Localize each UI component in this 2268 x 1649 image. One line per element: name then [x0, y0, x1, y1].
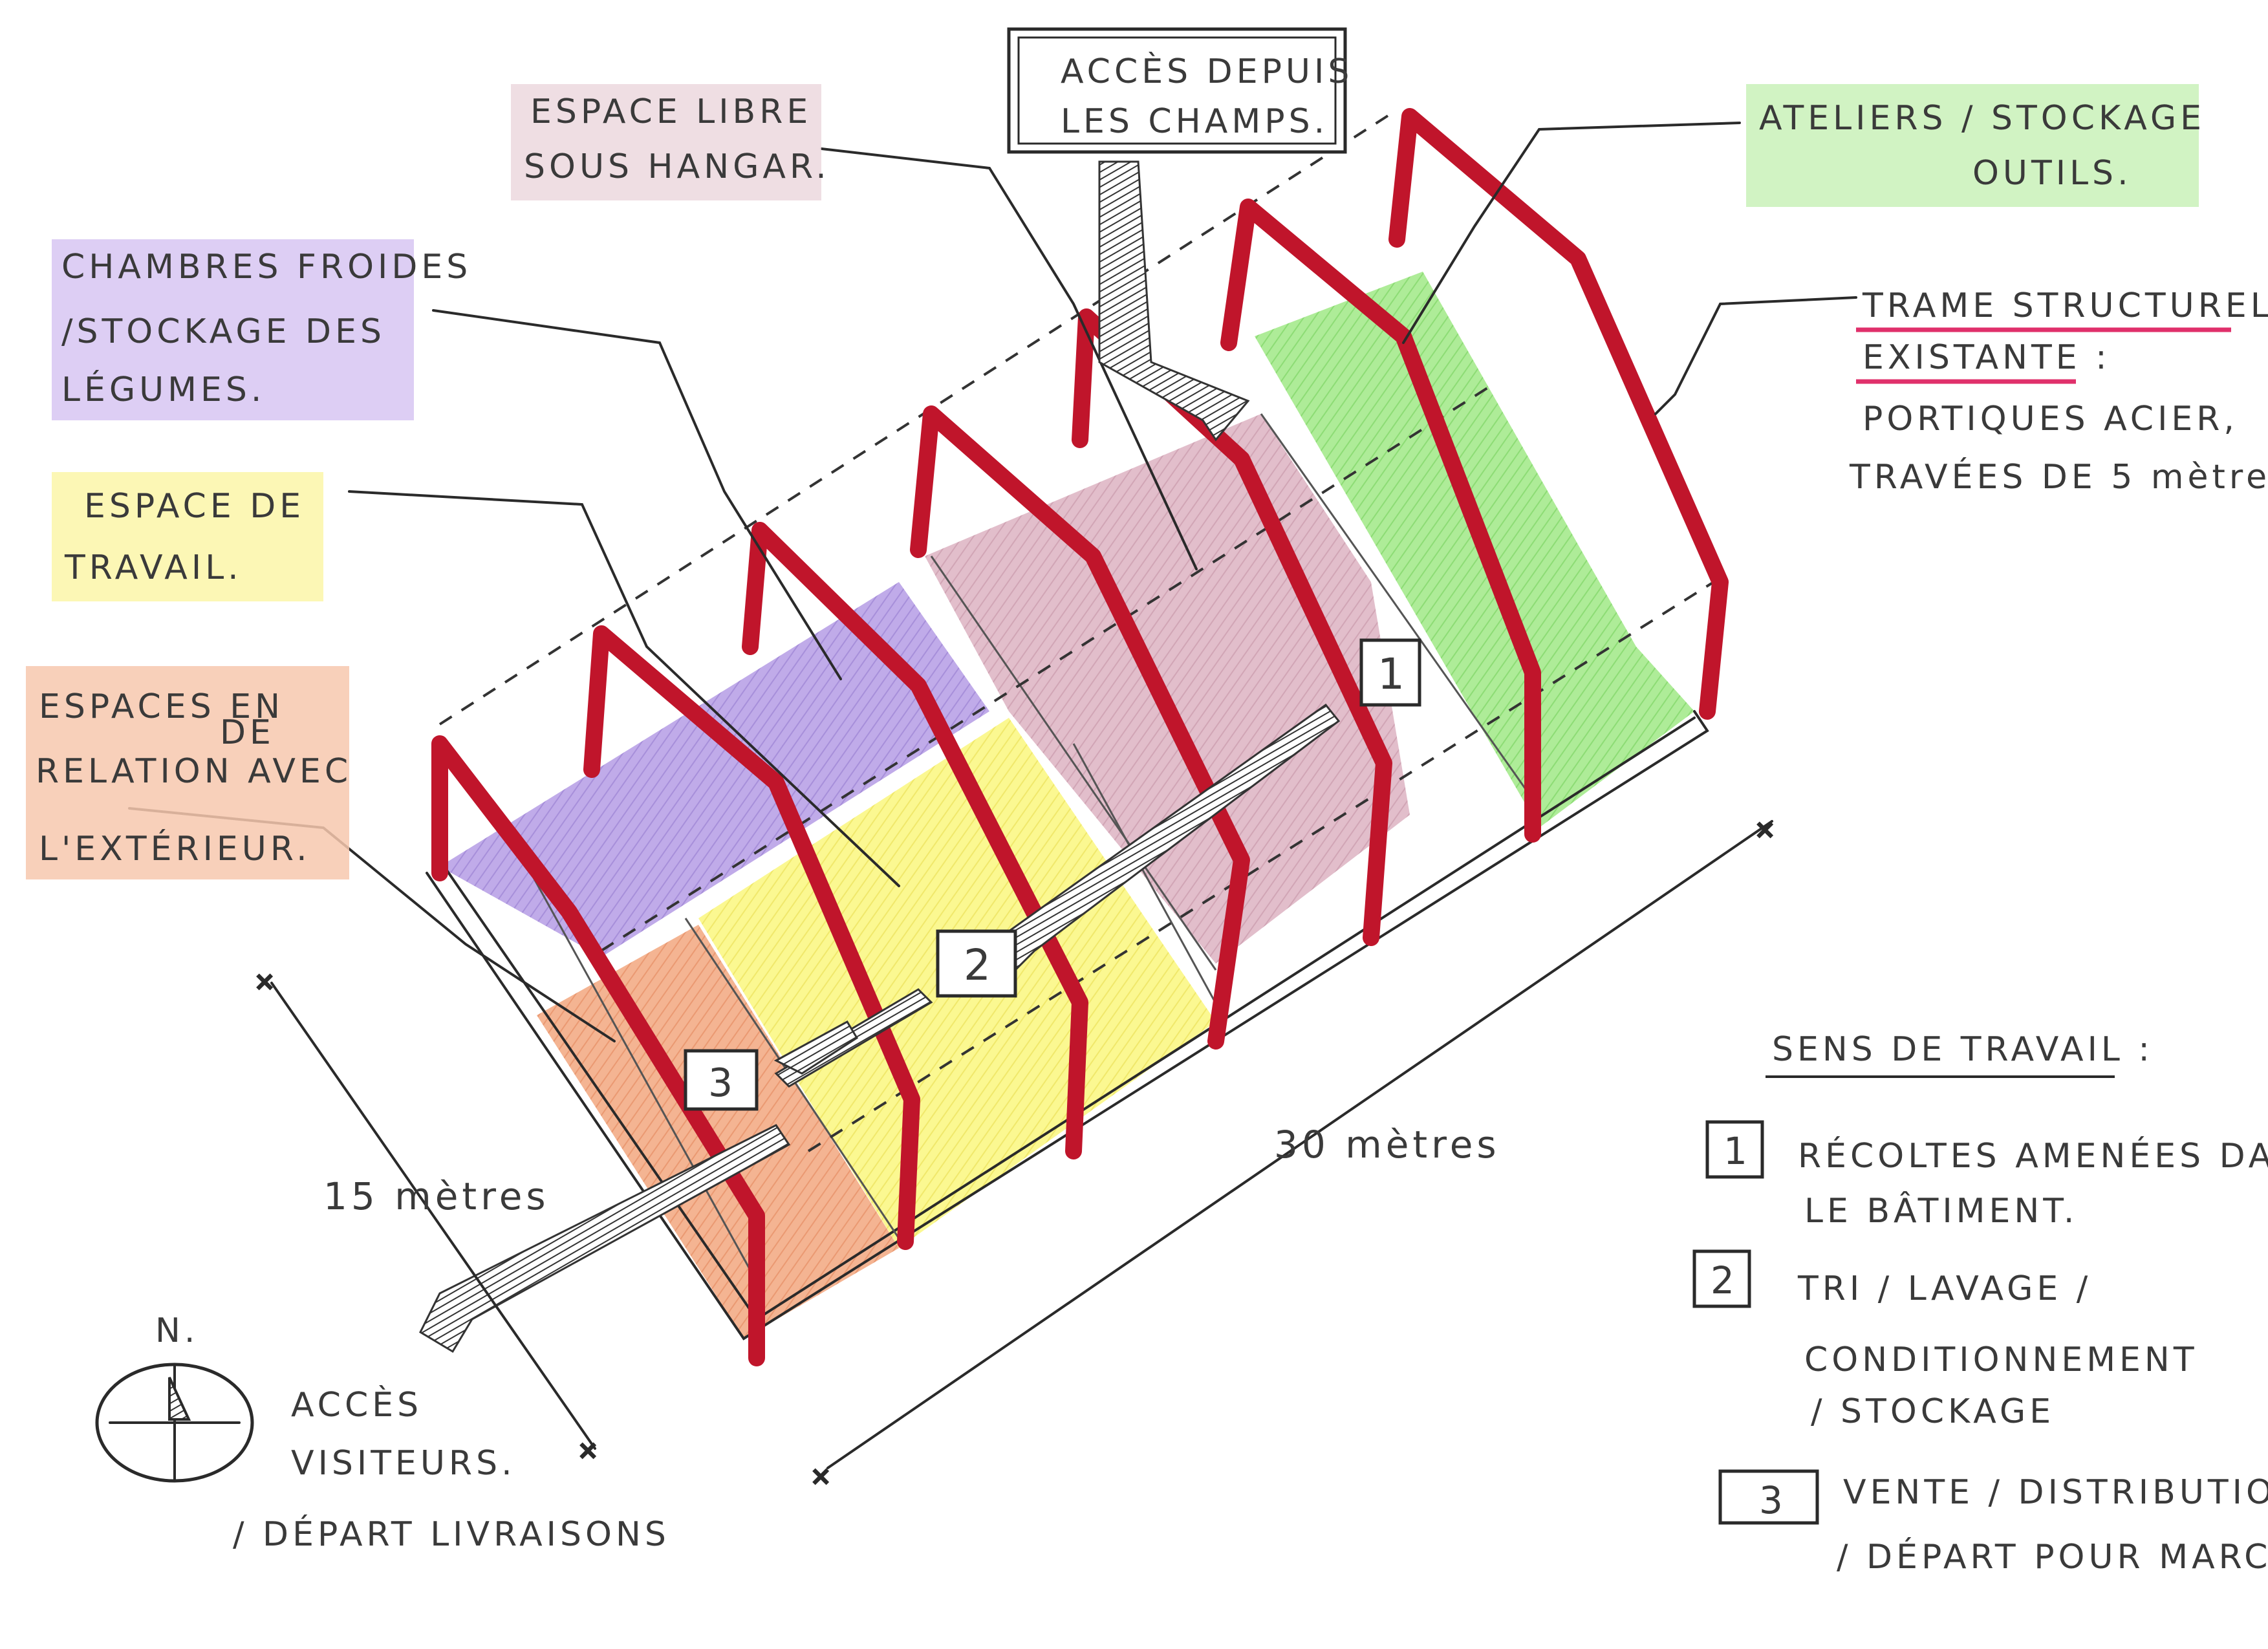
label-chambres-2: /STOCKAGE DES — [61, 312, 385, 351]
label-espaces-ext-3: L'EXTÉRIEUR. — [39, 829, 311, 868]
legend-2-line1: TRI / LAVAGE / — [1797, 1269, 2091, 1308]
leader-espace-libre — [820, 147, 1198, 570]
bg-espaces-ext — [26, 666, 349, 879]
bg-espace-libre — [511, 84, 821, 200]
marker-3: 3 — [684, 1049, 759, 1111]
legend-title: SENS DE TRAVAIL : — [1772, 1030, 2154, 1069]
legend-3-line1: VENTE / DISTRIBUTION — [1843, 1473, 2268, 1512]
roof-ridge-dashed — [438, 109, 1398, 726]
portal-frame-4 — [910, 405, 1250, 1050]
roof-mid-dashed — [600, 387, 1489, 952]
leader-chambres — [432, 309, 842, 680]
legend-box-3 — [1718, 1469, 1819, 1525]
legend-num-1: 1 — [1723, 1129, 1751, 1173]
slab-division-4 — [1072, 743, 1224, 1016]
svg-text:2: 2 — [964, 940, 995, 990]
bg-chambres — [52, 239, 414, 420]
arrow-flow-3b — [773, 1020, 859, 1075]
label-espace-libre-1: ESPACE LIBRE — [530, 92, 812, 131]
label-ateliers-1: ATELIERS / STOCKAGE — [1759, 99, 2205, 138]
legend-1-line2: LE BÂTIMENT. — [1804, 1191, 2078, 1231]
acces-champs-box-inner — [1017, 36, 1337, 145]
portal-frame-2 — [583, 625, 920, 1250]
acces-champs-box — [1007, 27, 1347, 154]
legend-1-line1: RÉCOLTES AMENÉES DANS — [1798, 1136, 2268, 1176]
marker-1: 1 — [1359, 638, 1421, 707]
legend-box-1 — [1705, 1120, 1764, 1179]
label-espaces-ext-1: ESPACES EN — [39, 687, 284, 726]
compass-needle — [168, 1377, 191, 1421]
slab-division-5 — [1260, 413, 1540, 809]
dim-tick-15-b: × — [579, 1432, 597, 1469]
label-visiteurs-2: VISITEURS. — [291, 1444, 516, 1483]
label-visiteurs-1: ACCÈS — [291, 1385, 422, 1425]
label-visiteurs-3: / DÉPART LIVRAISONS — [233, 1514, 670, 1554]
dimension-15m-line — [270, 982, 596, 1450]
label-chambres-3: LÉGUMES. — [61, 370, 265, 409]
svg-text:1: 1 — [1377, 649, 1409, 699]
label-trame-1: TRAME STRUCTURELLE — [1862, 286, 2268, 325]
svg-text:3: 3 — [708, 1061, 737, 1106]
portal-frame-5 — [1072, 308, 1392, 946]
bg-espace-travail — [52, 472, 323, 601]
label-trame-4: TRAVÉES DE 5 mètres. — [1849, 457, 2268, 497]
legend-2-line2: CONDITIONNEMENT — [1804, 1341, 2198, 1379]
label-espaces-ext-2: RELATION AVEC — [36, 752, 352, 791]
portal-frame-3 — [742, 522, 1088, 1159]
leader-ateliers — [1402, 122, 1741, 344]
label-espace-libre-2: SOUS HANGAR. — [524, 147, 830, 186]
label-espace-travail-1: ESPACE DE — [84, 487, 305, 526]
label-chambres-1: CHAMBRES FROIDES — [61, 248, 471, 286]
label-dim-15: 15 mètres — [323, 1174, 550, 1218]
label-trame-2: EXISTANTE : — [1863, 338, 2111, 377]
legend-box-2 — [1692, 1249, 1751, 1308]
portal-frame-7 — [1388, 108, 1729, 720]
slab-front-edge — [426, 710, 1709, 1341]
label-espace-travail-2: TRAVAIL. — [64, 548, 243, 587]
slab-division-1 — [523, 859, 764, 1294]
label-dim-30: 30 mètres — [1274, 1123, 1500, 1167]
dim-tick-30-a: × — [812, 1458, 830, 1494]
legend-3-line2: / DÉPART POUR MARCHÉS — [1837, 1537, 2268, 1577]
label-acces-champs-1: ACCÈS DEPUIS — [1061, 52, 1353, 91]
portal-frame-1 — [431, 735, 765, 1366]
bg-ateliers — [1746, 84, 2199, 207]
label-ateliers-2: OUTILS. — [1972, 154, 2132, 193]
label-acces-champs-2: LES CHAMPS. — [1061, 102, 1328, 141]
arrow-flow-2 — [1008, 703, 1341, 973]
legend-num-3: 3 — [1759, 1478, 1787, 1522]
zone-tools-workshop — [1255, 272, 1694, 828]
steel-portal-frames — [431, 108, 1729, 1366]
roof-low-dashed — [807, 581, 1715, 1152]
legend: SENS DE TRAVAIL : 1 RÉCOLTES AMENÉES DAN… — [1692, 1030, 2268, 1577]
arrow-exit-visitors — [419, 1124, 791, 1353]
slab-division-3 — [930, 555, 1217, 971]
arrow-from-fields — [1098, 160, 1250, 442]
label-north: N. — [155, 1311, 199, 1350]
dimension-30m-line — [826, 820, 1773, 1469]
label-trame-3: PORTIQUES ACIER, — [1863, 400, 2238, 438]
leader-espace-travail — [348, 490, 900, 887]
legend-num-2: 2 — [1711, 1258, 1738, 1302]
dim-tick-30-b: × — [1756, 812, 1774, 848]
zone-cold-storage — [440, 582, 989, 957]
legend-2-line3: / STOCKAGE — [1811, 1392, 2055, 1431]
leader-trame — [1654, 296, 1857, 415]
label-espaces-ext-1b: DE — [220, 713, 275, 752]
marker-2: 2 — [936, 929, 1017, 998]
portal-frame-6 — [1220, 199, 1541, 843]
dim-tick-15-a: × — [255, 964, 274, 1000]
zone-outside-relations — [537, 925, 899, 1339]
